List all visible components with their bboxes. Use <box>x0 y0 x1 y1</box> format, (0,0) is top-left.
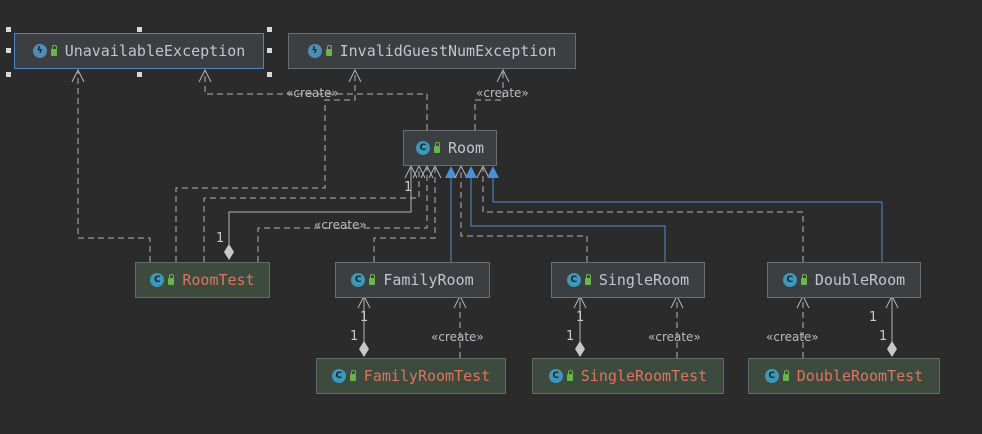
multiplicity-label: 1 <box>404 180 413 195</box>
edge-room-unavailable-create <box>204 72 428 130</box>
node-name: FamilyRoomTest <box>363 367 491 385</box>
node-family-room[interactable]: C FamilyRoom <box>335 262 490 298</box>
diamond <box>575 341 585 357</box>
arrow-head <box>428 164 442 179</box>
node-double-room[interactable]: C DoubleRoom <box>767 262 921 298</box>
create-label: «create» <box>431 330 484 344</box>
node-room-test[interactable]: C RoomTest <box>135 262 270 298</box>
node-name: RoomTest <box>182 271 255 289</box>
arrow-head <box>454 164 468 179</box>
node-single-room[interactable]: C SingleRoom <box>551 262 705 298</box>
node-name: Room <box>447 139 485 157</box>
multiplicity-label: 1 <box>350 329 359 344</box>
create-label: «create» <box>476 86 529 100</box>
selection-handle[interactable] <box>6 48 11 53</box>
class-icon: C <box>415 141 440 155</box>
node-unavailable-exception[interactable]: ϟ UnavailableException <box>14 33 264 69</box>
edge-doubleroom-room <box>482 168 804 262</box>
test-class-icon: C <box>331 369 356 383</box>
arrow-head <box>198 68 212 83</box>
inheritance-triangle <box>487 166 499 178</box>
multiplicity-label: 1 <box>869 310 878 325</box>
multiplicity-label: 1 <box>216 231 225 246</box>
class-icon: C <box>351 273 376 287</box>
exception-class-icon: ϟ <box>32 44 57 58</box>
diamond <box>224 244 234 260</box>
create-label: «create» <box>766 330 819 344</box>
class-icon: C <box>782 273 807 287</box>
test-class-icon: C <box>764 369 789 383</box>
selection-handle[interactable] <box>267 48 272 53</box>
selection-handle[interactable] <box>6 72 11 77</box>
multiplicity-label: 1 <box>566 329 575 344</box>
multiplicity-label: 1 <box>576 310 585 325</box>
create-label: «create» <box>648 330 701 344</box>
edge-doubleroom-extends-room <box>492 176 883 262</box>
edge-roomtest-room-create <box>257 168 428 262</box>
node-name: DoubleRoom <box>814 271 906 289</box>
selection-handle[interactable] <box>267 72 272 77</box>
selection-handle[interactable] <box>6 27 11 32</box>
diamond <box>359 341 369 357</box>
edge-roomtest-room <box>203 168 420 262</box>
create-label: «create» <box>286 86 339 100</box>
selection-handle[interactable] <box>267 27 272 32</box>
inheritance-triangle <box>465 166 477 178</box>
node-name: SingleRoomTest <box>580 367 708 385</box>
edge-singleroom-room <box>460 168 588 262</box>
create-label: «create» <box>314 218 367 232</box>
arrow-head <box>496 68 510 83</box>
multiplicity-label: 1 <box>360 310 369 325</box>
test-class-icon: C <box>150 273 175 287</box>
node-name: FamilyRoom <box>383 271 474 289</box>
edge-room-invalid-create <box>474 72 504 130</box>
node-single-room-test[interactable]: C SingleRoomTest <box>532 358 724 394</box>
node-family-room-test[interactable]: C FamilyRoomTest <box>316 358 506 394</box>
inheritance-triangle <box>445 166 457 178</box>
exception-class-icon: ϟ <box>307 44 332 58</box>
node-room[interactable]: C Room <box>403 130 497 166</box>
selection-handle[interactable] <box>137 27 142 32</box>
node-double-room-test[interactable]: C DoubleRoomTest <box>748 358 940 394</box>
multiplicity-label: 1 <box>879 329 888 344</box>
edge-familyroom-room <box>373 168 436 262</box>
edge-roomtest-room-composition <box>228 168 412 248</box>
arrow-head <box>476 164 490 179</box>
node-invalid-guest-num-exception[interactable]: ϟ InvalidGuestNumException <box>288 33 576 69</box>
node-name: UnavailableException <box>64 42 246 60</box>
edge-singleroom-extends-room <box>470 176 666 262</box>
node-name: SingleRoom <box>598 271 690 289</box>
class-icon: C <box>566 273 591 287</box>
edge-roomtest-invalid <box>175 72 356 262</box>
edge-roomtest-unavailable <box>77 72 151 262</box>
selection-handle[interactable] <box>137 72 142 77</box>
diamond <box>887 341 897 357</box>
node-name: InvalidGuestNumException <box>339 42 557 60</box>
arrow-head <box>71 68 85 83</box>
test-class-icon: C <box>548 369 573 383</box>
node-name: DoubleRoomTest <box>796 367 924 385</box>
arrow-head <box>348 68 362 83</box>
